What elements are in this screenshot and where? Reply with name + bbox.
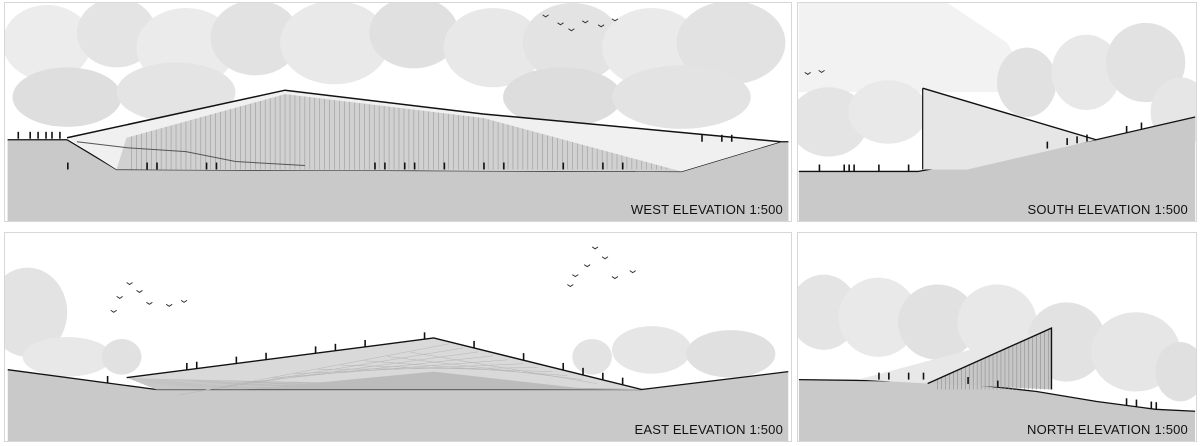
east-elevation-label: EAST ELEVATION 1:500 bbox=[634, 422, 783, 437]
building-roof bbox=[858, 328, 1052, 384]
north-elevation-drawing bbox=[798, 274, 1196, 441]
people bbox=[17, 131, 733, 170]
people bbox=[818, 122, 1143, 172]
terrace-steps bbox=[76, 141, 305, 167]
west-elevation-panel: WEST ELEVATION 1:500 bbox=[4, 2, 792, 222]
roof-line bbox=[126, 337, 642, 391]
birds bbox=[110, 246, 636, 313]
tree-backdrop bbox=[5, 3, 786, 129]
facade-mullions bbox=[131, 94, 667, 170]
west-elevation-drawing bbox=[5, 3, 789, 221]
entrance-cut bbox=[245, 371, 593, 390]
south-elevation-drawing bbox=[798, 3, 1196, 221]
east-elevation-panel: EAST ELEVATION 1:500 bbox=[4, 232, 792, 442]
building-roof bbox=[922, 88, 1097, 170]
tree-backdrop bbox=[5, 267, 776, 378]
roof-line bbox=[66, 89, 781, 143]
roof-line bbox=[922, 87, 1097, 141]
birds bbox=[542, 14, 619, 32]
north-elevation-label: NORTH ELEVATION 1:500 bbox=[1027, 422, 1188, 437]
west-elevation-label: WEST ELEVATION 1:500 bbox=[630, 202, 783, 217]
south-elevation-panel: SOUTH ELEVATION 1:500 bbox=[797, 2, 1197, 222]
birds bbox=[804, 69, 825, 75]
people bbox=[878, 372, 1158, 410]
roof-line bbox=[927, 327, 1053, 390]
ground-mass bbox=[798, 116, 1196, 221]
ground-mass bbox=[7, 139, 789, 221]
facade-mullions bbox=[937, 329, 1049, 390]
ground-mass bbox=[7, 369, 789, 441]
tree-backdrop bbox=[798, 274, 1196, 402]
people bbox=[106, 332, 624, 385]
south-elevation-label: SOUTH ELEVATION 1:500 bbox=[1027, 202, 1188, 217]
ground-mass bbox=[798, 379, 1196, 441]
hill-silhouette bbox=[798, 3, 1037, 93]
north-elevation-panel: NORTH ELEVATION 1:500 bbox=[797, 232, 1197, 442]
east-elevation-drawing bbox=[5, 246, 789, 441]
building-roof-mass bbox=[126, 337, 642, 390]
